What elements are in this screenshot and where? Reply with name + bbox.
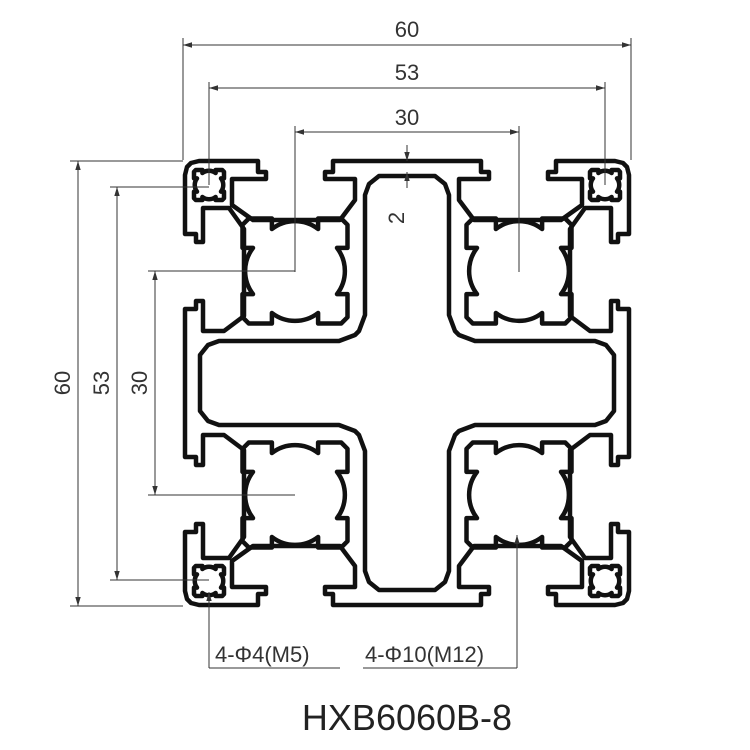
- dimension-label: 53: [89, 371, 114, 395]
- callout-small-holes: 4-Φ4(M5): [206, 592, 340, 669]
- small-hole-m5: [191, 167, 227, 203]
- dimension-width-53: 53: [208, 60, 606, 185]
- small-hole-m5: [587, 563, 623, 599]
- dimension-label: 60: [395, 17, 419, 42]
- dimension-height-53: 53: [89, 186, 209, 581]
- large-hole-m12: [240, 216, 350, 326]
- large-hole-m12: [464, 440, 574, 550]
- dimension-height-60: 60: [50, 160, 183, 607]
- profile-outline: [182, 158, 632, 608]
- dimension-label: 30: [395, 105, 419, 130]
- large-hole-m12: [240, 440, 350, 550]
- dimension-height-30: 30: [127, 270, 295, 496]
- dimension-width-30: 30: [294, 105, 520, 272]
- model-title: HXB6060B-8: [302, 697, 512, 738]
- callout-label: 4-Φ10(M12): [365, 642, 484, 667]
- dimension-slot-depth-2: 2: [384, 145, 410, 224]
- dimension-label: 53: [395, 60, 419, 85]
- callout-large-holes: 4-Φ10(M12): [363, 535, 520, 669]
- dimension-label: 60: [50, 371, 75, 395]
- profile-section: [182, 158, 632, 608]
- dimension-width-60: 60: [182, 17, 632, 160]
- small-hole-m5: [587, 167, 623, 203]
- center-cavity: [197, 173, 617, 593]
- dimension-label: 30: [127, 371, 152, 395]
- dimension-label: 2: [384, 212, 409, 224]
- callout-label: 4-Φ4(M5): [215, 642, 310, 667]
- large-hole-m12: [464, 216, 574, 326]
- small-hole-m5: [191, 563, 227, 599]
